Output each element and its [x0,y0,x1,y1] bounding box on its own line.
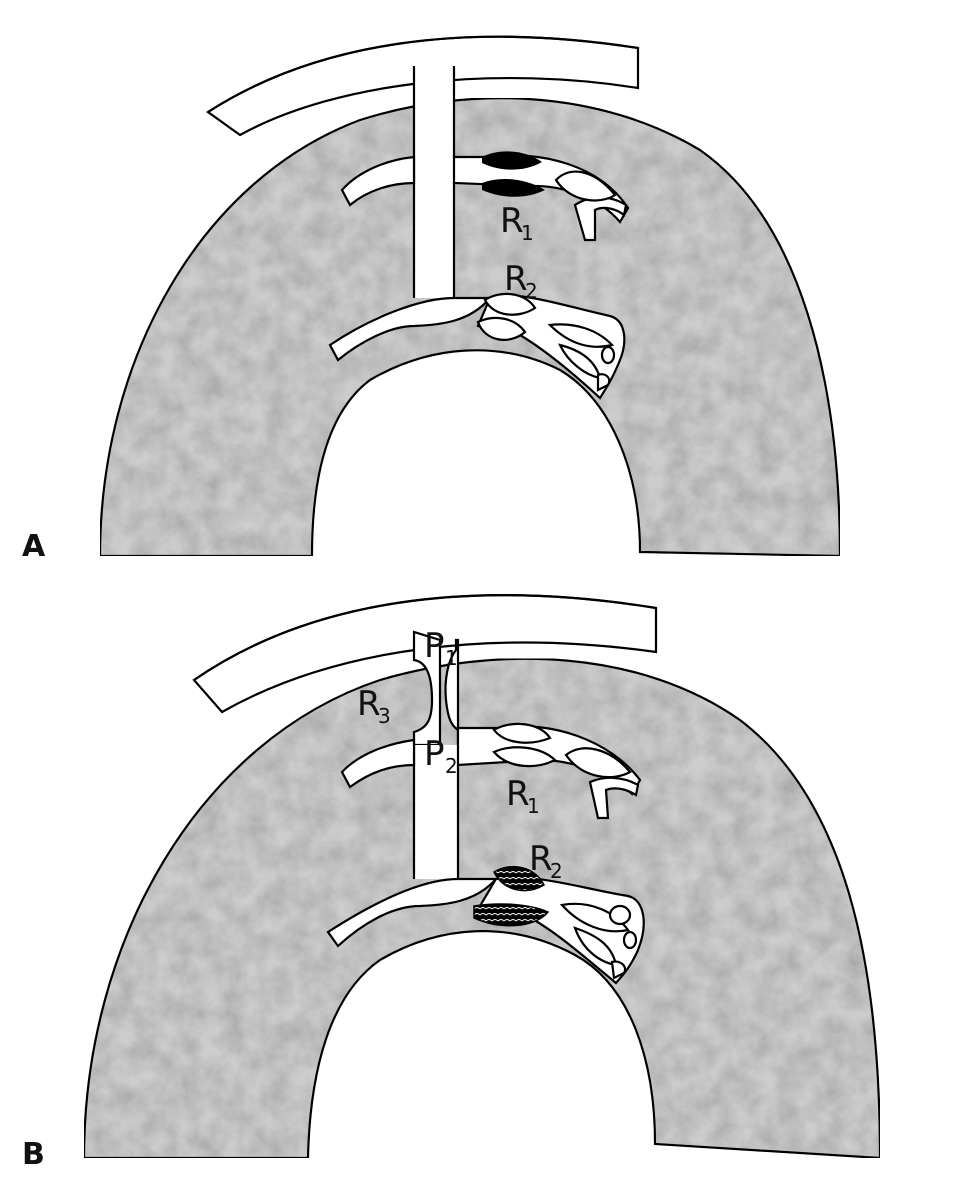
upper-left-branch [340,155,416,207]
panel-letter-b: B [22,1137,45,1172]
p1-left-vessel [412,630,442,747]
panel-b: P 1 R 3 P 2 R 1 R 2 B [22,594,882,1172]
lower-vessel [328,296,493,362]
r1-lesion-upper [482,151,542,170]
label-r2-sub: 2 [525,279,538,303]
panel-a: R 1 R 2 A [22,35,842,564]
label-p1-sub: 1 [445,646,458,670]
label-r3-sub: 3 [378,704,391,728]
label-p1-main: P [424,626,445,666]
panel-letter-a: A [22,529,46,564]
label-r1-main: R [506,774,530,814]
label-r1-sub: 1 [521,221,534,245]
label-r1-main: R [500,201,524,241]
label-r2-main: R [529,839,553,879]
label-r2-sub: 2 [550,859,563,883]
label-r1-sub: 1 [527,794,540,818]
label-p2-main: P [424,734,445,774]
label-r2-main: R [504,259,528,299]
r2-lesion-lower [473,903,550,927]
penetrating-vessel [414,66,454,298]
r1-lesion-lower [482,178,545,197]
tissue-arch [98,97,842,558]
r2-lesion-upper [493,865,545,892]
label-p2-sub: 2 [445,754,458,778]
label-r3-main: R [357,684,381,724]
